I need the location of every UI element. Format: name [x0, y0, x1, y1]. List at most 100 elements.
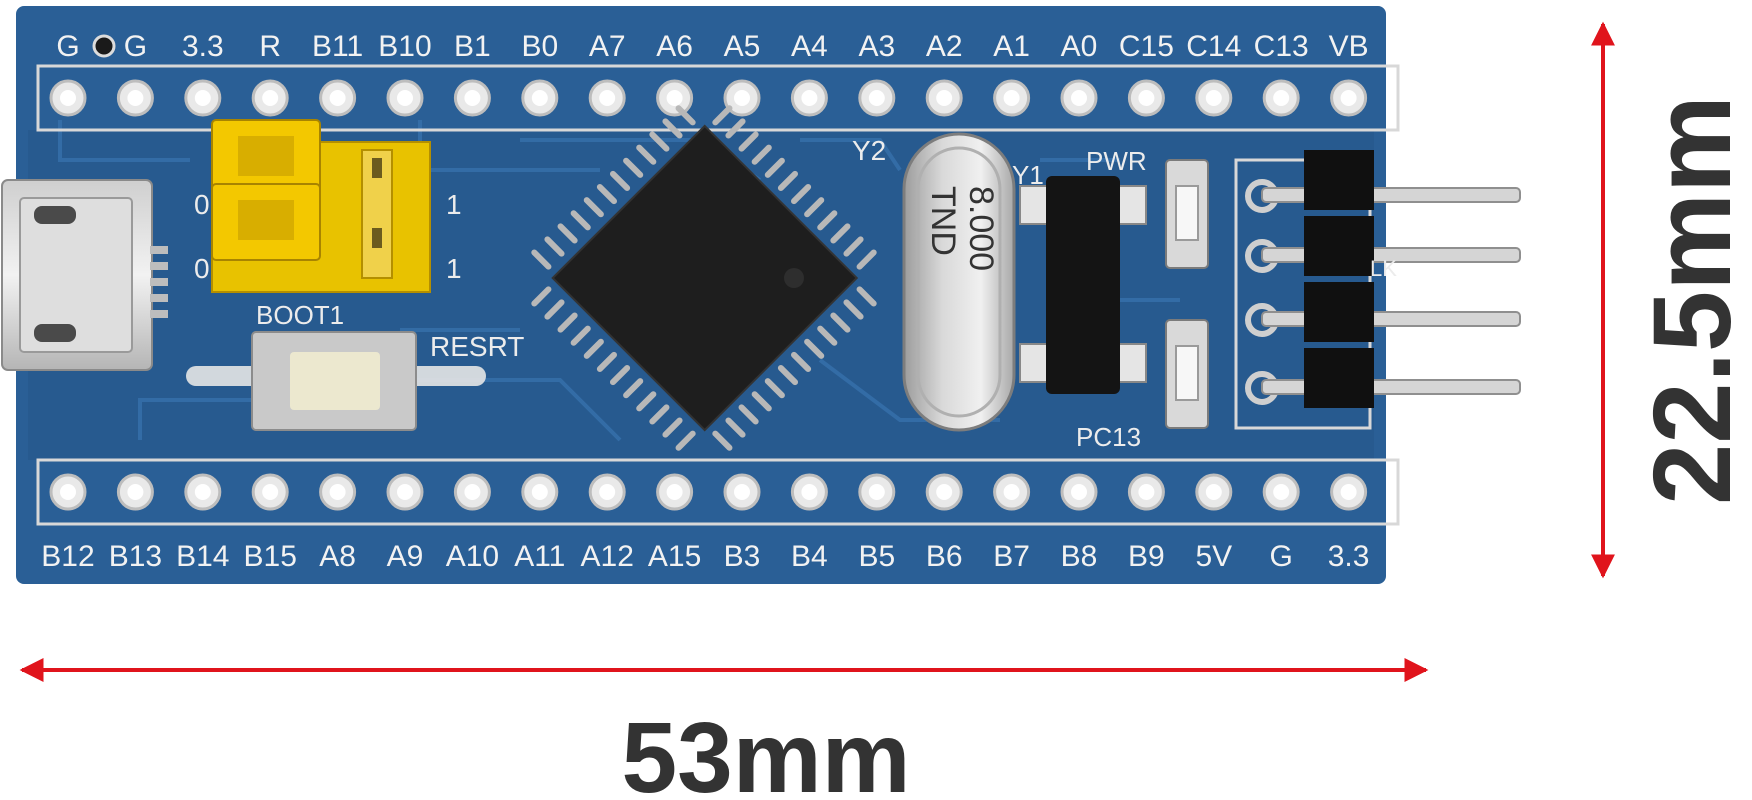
mcu-pin [843, 299, 864, 320]
mcu-pin [544, 236, 565, 257]
mcu-pin [623, 157, 644, 178]
mcu-pin [764, 378, 785, 399]
top-pin-drill [60, 90, 76, 106]
crystal-marking-1: TND [924, 186, 962, 256]
top-pin-label: A3 [858, 30, 895, 63]
mcu-pin [544, 299, 565, 320]
swd-clk-label: LK [1370, 256, 1397, 281]
mcu-pin [570, 210, 591, 231]
top-pin-drill [936, 90, 953, 106]
mcu-pin [725, 118, 746, 139]
mcu-pin [531, 249, 552, 270]
top-pin-drill [666, 90, 683, 106]
mcu-pin [843, 236, 864, 257]
top-pin-label: G [56, 30, 79, 63]
bottom-header-outline [36, 458, 1400, 526]
mcu-pin [570, 325, 591, 346]
bottom-pin-label: B3 [724, 540, 761, 573]
top-pin-drill [262, 90, 279, 106]
bottom-pin-drill [329, 484, 346, 500]
top-pin-drill [734, 90, 750, 106]
mcu-pin [557, 223, 578, 244]
mcu-pin [738, 131, 759, 152]
mcu-pin [804, 338, 825, 359]
mcu-pin [830, 223, 851, 244]
mcu-pin [649, 404, 670, 425]
bottom-pin-row [49, 473, 1368, 511]
mcu-pin [856, 249, 877, 270]
top-pin-drill [1273, 90, 1290, 106]
mcu-pin [596, 183, 618, 205]
top-pin-label: A7 [589, 30, 626, 63]
jumper-one-label-b: 1 [446, 253, 462, 284]
top-pin-drill [1138, 90, 1155, 106]
bottom-pin-drill [194, 484, 211, 500]
top-pin-drill [1003, 90, 1020, 106]
bottom-pin-drill [1273, 484, 1290, 500]
mcu-pin [856, 286, 877, 307]
mcu-pin [804, 197, 825, 218]
top-pin-label: R [259, 30, 281, 63]
mounting-hole [92, 34, 116, 58]
bottom-pin-drill [868, 484, 885, 500]
top-pin-label: B11 [312, 30, 363, 63]
mcu-pin [738, 404, 759, 425]
crystal-marking-2: 8.000 [962, 186, 1000, 271]
bottom-pin-drill [801, 484, 818, 500]
top-pin-label: A1 [993, 30, 1030, 63]
mcu-pin [817, 210, 838, 231]
bottom-pin-label: B14 [176, 540, 229, 573]
mcu-pin [751, 144, 772, 165]
top-pin-drill [531, 90, 548, 106]
top-header-outline [36, 64, 1400, 132]
bottom-pin-drill [60, 484, 76, 500]
top-pin-drill [1205, 90, 1222, 106]
mcu-pin [764, 157, 785, 178]
top-pin-drill [599, 90, 616, 106]
bottom-pin-label: B9 [1128, 540, 1165, 573]
top-pin-label: C14 [1186, 30, 1241, 63]
top-pin-label: C15 [1119, 30, 1174, 63]
bottom-pin-label: A8 [319, 540, 356, 573]
bottom-pin-drill [1138, 484, 1155, 500]
mcu-pin [662, 118, 683, 139]
top-pin-row [49, 79, 1368, 117]
top-pin-label: A5 [724, 30, 761, 63]
mcu-pin [790, 183, 812, 205]
top-pin-label: A0 [1061, 30, 1098, 63]
top-pin-label: G [124, 30, 147, 63]
mcu-pin [623, 378, 644, 399]
top-pin-drill [464, 90, 481, 106]
mcu-pin [583, 197, 604, 218]
mcu-pin [712, 105, 733, 126]
top-pin-label: B1 [454, 30, 491, 63]
mcu-pin [830, 312, 851, 333]
top-pin-drill [868, 90, 885, 106]
bottom-pin-label: B13 [109, 540, 162, 573]
top-pin-drill [194, 90, 211, 106]
bottom-pin-drill [464, 484, 481, 500]
top-pin-drill [801, 90, 818, 106]
bottom-pin-label: B5 [858, 540, 895, 573]
reset-label: RESRT [430, 331, 524, 362]
boot-jumper-block [211, 119, 431, 293]
y2-label: Y2 [852, 135, 886, 166]
bottom-pin-label: A11 [514, 540, 565, 573]
bottom-pin-label: B8 [1061, 540, 1098, 573]
bottom-pin-label: A15 [648, 540, 701, 573]
bottom-pin-drill [531, 484, 548, 500]
mcu-pin [649, 131, 670, 152]
mcu-pin [817, 325, 838, 346]
mcu-pin [675, 430, 696, 451]
bottom-pin-drill [936, 484, 953, 500]
bottom-pin-label: B4 [791, 540, 828, 573]
mcu-pin [725, 417, 746, 438]
bottom-pin-label: B6 [926, 540, 963, 573]
top-pin-label: B0 [521, 30, 558, 63]
mcu-chip [531, 105, 877, 451]
pwr-label: PWR [1086, 146, 1147, 176]
width-dimension-label: 53mm [621, 702, 910, 800]
mcu-pin [790, 351, 812, 373]
